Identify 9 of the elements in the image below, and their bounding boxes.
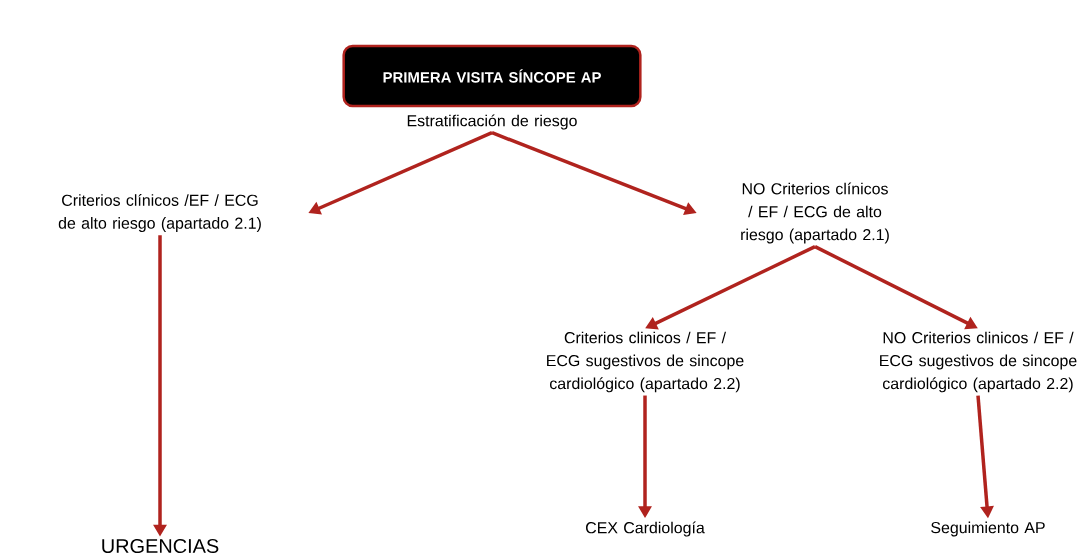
outcome-label: URGENCIAS <box>102 538 219 554</box>
criteria-text: Criterios clínicos /EF / ECG de alto riesgo (apartado 2.1) <box>58 194 261 232</box>
title-box: PRIMERA VISITA SÍNCOPE AP <box>342 44 642 108</box>
criteria-text: NO Criterios clinicos / EF / ECG sugestivos de sincope cardiológico (apartado 2.2) <box>880 331 1077 393</box>
criteria-text: CEX Cardiología <box>586 521 705 537</box>
criteria-text: Criterios clinicos / EF / ECG sugestivos de sincope cardiológico (apartado 2.2) <box>547 331 744 393</box>
criteria-text: Seguimiento AP <box>931 521 1045 537</box>
criteria-text: Estratificación de riesgo <box>407 114 577 130</box>
criteria-text: NO Criterios clínicos / EF / ECG de alto riesgo (apartado 2.1) <box>741 182 889 244</box>
